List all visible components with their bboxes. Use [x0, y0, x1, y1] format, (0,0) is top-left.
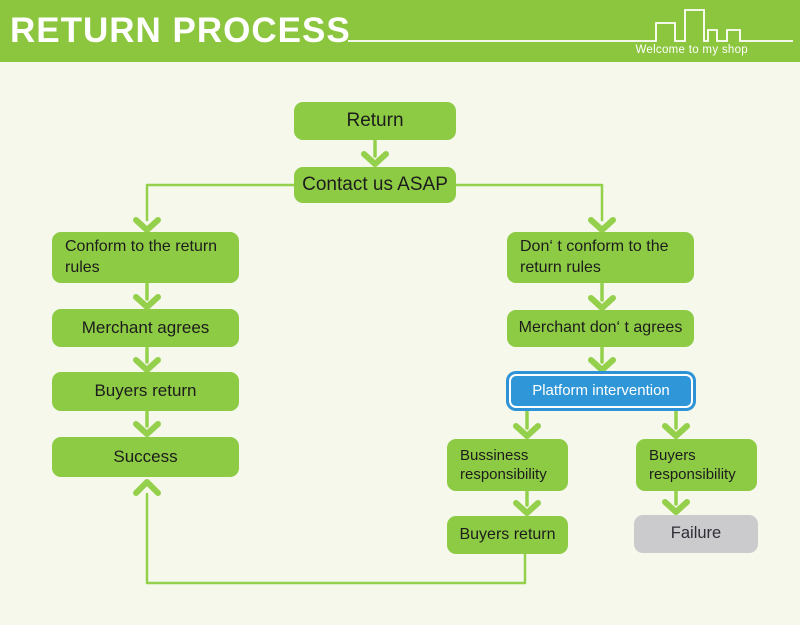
node-return: Return	[294, 102, 456, 140]
node-platform-intervention: Platform intervention	[509, 374, 693, 408]
node-business-responsibility: Bussiness responsibility	[447, 439, 568, 491]
node-buyers-responsibility: Buyers responsibility	[636, 439, 757, 491]
arrow-platform-to-business-resp	[513, 410, 541, 439]
arrow-merchant-agrees-to-buyers-return	[133, 346, 161, 373]
skyline-icon	[348, 9, 793, 42]
page-title: RETURN PROCESS	[10, 11, 351, 50]
node-buyers-return-right: Buyers return	[447, 516, 568, 554]
connector-buyers-return-to-success-loop	[133, 479, 527, 585]
node-failure: Failure	[634, 515, 758, 553]
node-merchant-agrees: Merchant agrees	[52, 309, 239, 347]
connector-contact-to-dont-conform	[454, 183, 616, 233]
header-banner: RETURN PROCESS Welcome to my shop	[0, 0, 800, 62]
arrow-dont-conform-to-merchant-dont	[588, 282, 616, 311]
arrow-platform-to-buyers-resp	[662, 410, 690, 439]
arrow-buyers-resp-to-failure	[662, 490, 690, 515]
node-contact-us-asap: Contact us ASAP	[294, 167, 456, 203]
arrow-merchant-dont-to-platform	[588, 346, 616, 373]
node-merchant-dont-agrees: Merchant don‘ t agrees	[507, 310, 694, 347]
arrow-return-to-contact	[361, 138, 389, 167]
node-conform-to-rules: Conform to the return rules	[52, 232, 239, 283]
node-dont-conform-to-rules: Don‘ t conform to the return rules	[507, 232, 694, 283]
shop-tagline: Welcome to my shop	[635, 44, 748, 56]
node-buyers-return-left: Buyers return	[52, 372, 239, 411]
arrow-buyers-return-to-success	[133, 409, 161, 437]
arrow-conform-to-merchant-agrees	[133, 282, 161, 310]
node-success: Success	[52, 437, 239, 477]
connector-contact-to-conform	[133, 183, 296, 233]
arrow-business-resp-to-buyers-return	[513, 490, 541, 516]
